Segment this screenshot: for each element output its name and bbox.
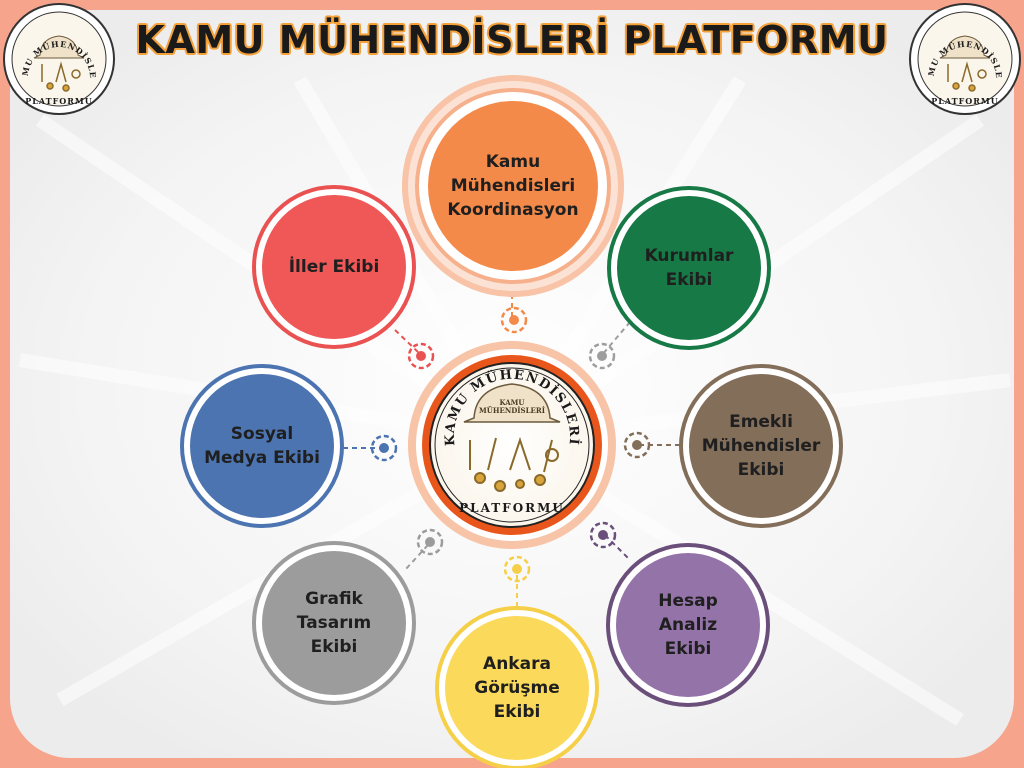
engineering-tools-icon [469, 436, 559, 492]
engineering-tools-icon [41, 61, 81, 92]
connector-dot-ankara [503, 555, 531, 583]
node-iller [252, 185, 416, 349]
helmet-icon [33, 35, 85, 59]
node-label-kurumlar: Kurumlar Ekibi [644, 246, 734, 290]
logo-top-right [909, 3, 1021, 115]
helmet-icon [463, 383, 561, 423]
connector-dot-sosyal [370, 434, 398, 462]
logo-top-right-bottom-text: PLATFORMU [931, 96, 999, 106]
node-sosyal [180, 364, 344, 528]
node-label-koordinasyon: Kamu Mühendisleri Koordinasyon [447, 152, 579, 220]
logo-top-left [3, 3, 115, 115]
node-label-grafik: Grafik Tasarım Ekibi [296, 589, 372, 657]
connector-lines [343, 285, 680, 608]
node-label-iller: İller Ekibi [288, 257, 380, 277]
center-logo-bottom-text: PLATFORMU [459, 501, 565, 515]
node-label-hesap: Hesap Analiz Ekibi [658, 591, 718, 659]
engineering-tools-icon [947, 61, 987, 92]
logo-top-left-bottom-text: PLATFORMU [25, 96, 93, 106]
node-label-emekli: Emekli Mühendisler Ekibi [701, 412, 821, 480]
node-emekli [679, 364, 843, 528]
connector-dot-grafik [416, 528, 444, 556]
node-ankara [435, 606, 599, 768]
node-label-ankara: Ankara Görüşme Ekibi [474, 654, 560, 722]
node-label-sosyal: Sosyal Medya Ekibi [204, 424, 320, 468]
helmet-icon [939, 35, 991, 59]
connector-dot-iller [407, 342, 435, 370]
page-title: KAMU MÜHENDİSLERİ PLATFORMU [135, 18, 889, 62]
node-kurumlar [607, 186, 771, 350]
connector-dot-hesap [589, 521, 617, 549]
node-hesap [606, 543, 770, 707]
connector-dot-kurumlar [588, 342, 616, 370]
connector-dot-koordinasyon [500, 306, 528, 334]
node-koordinasyon [402, 75, 624, 297]
center-logo [408, 341, 616, 549]
node-grafik [252, 541, 416, 705]
connector-dot-emekli [623, 431, 651, 459]
